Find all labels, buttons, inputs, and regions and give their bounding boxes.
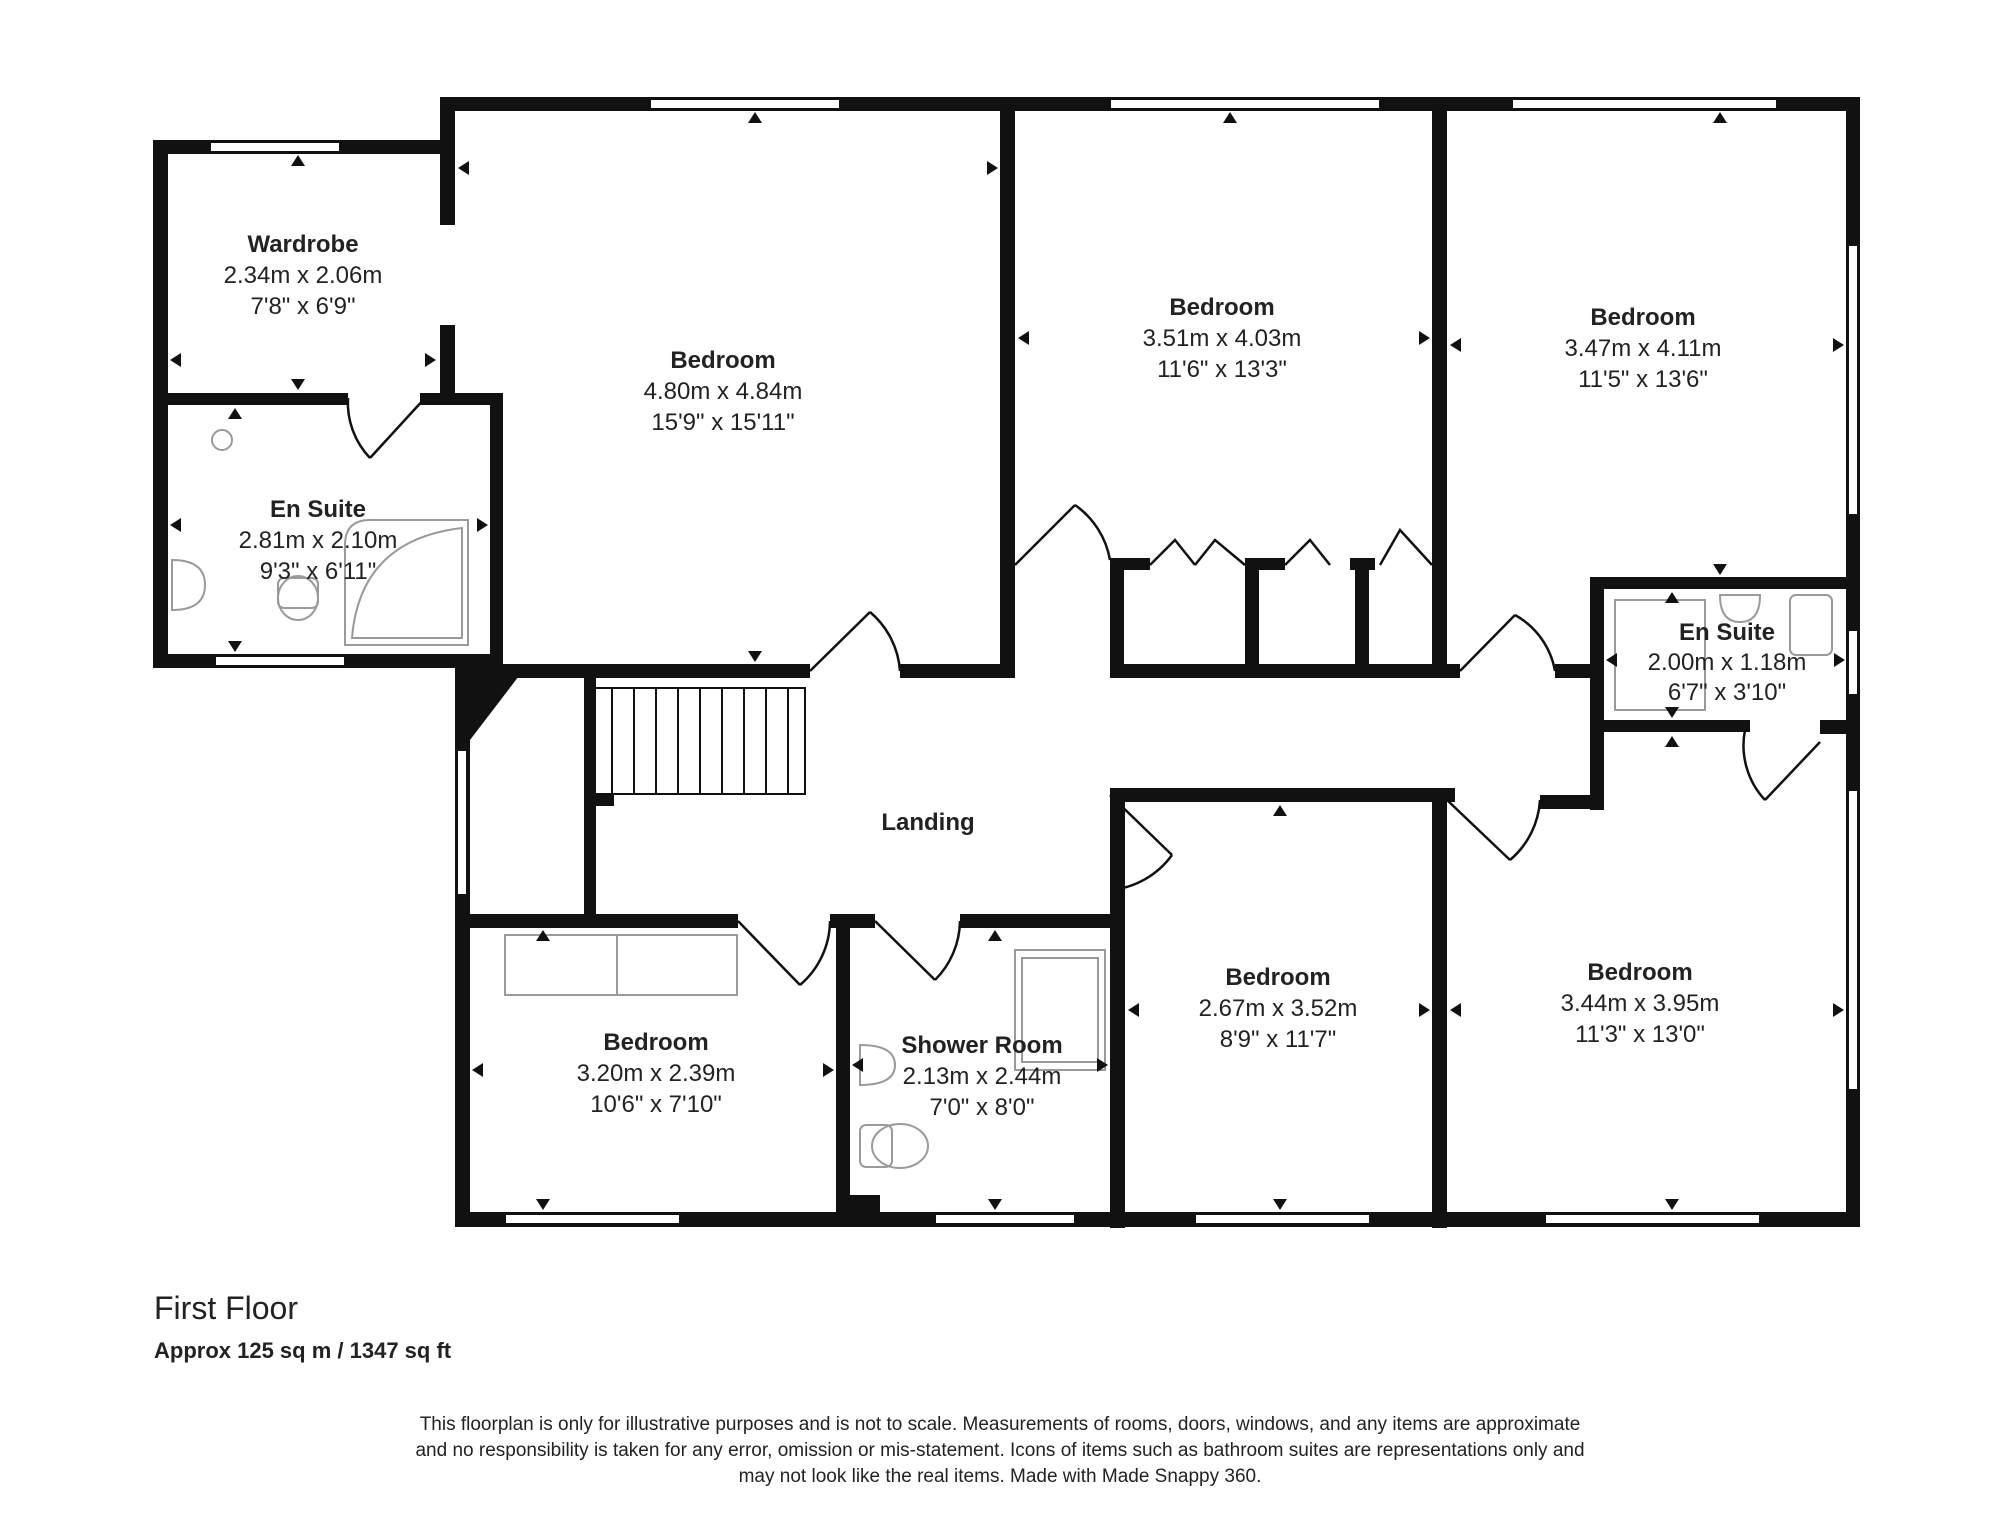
svg-text:Bedroom: Bedroom <box>1225 964 1330 991</box>
room-en-suite-2: En Suite 2.00m x 1.18m 6'7" x 3'10" <box>1648 619 1807 706</box>
svg-text:15'9" x 15'11": 15'9" x 15'11" <box>651 409 794 436</box>
corner-bath-icon <box>344 519 469 646</box>
disclaimer-line: and no responsibility is taken for any e… <box>415 1440 1585 1461</box>
svg-text:2.34m x 2.06m: 2.34m x 2.06m <box>224 262 383 289</box>
room-en-suite-1: En Suite 2.81m x 2.10m 9'3" x 6'11" <box>239 496 398 585</box>
svg-text:11'6" x 13'3": 11'6" x 13'3" <box>1157 356 1287 383</box>
svg-text:Bedroom: Bedroom <box>670 347 775 374</box>
floor-title: First Floor <box>154 1290 298 1326</box>
room-bedroom-4: Bedroom 2.67m x 3.52m 8'9" x 11'7" <box>1199 964 1358 1053</box>
room-wardrobe: Wardrobe 2.34m x 2.06m 7'8" x 6'9" <box>224 231 383 320</box>
disclaimer-line: may not look like the real items. Made w… <box>738 1466 1262 1487</box>
svg-text:Bedroom: Bedroom <box>1169 294 1274 321</box>
svg-text:2.81m x 2.10m: 2.81m x 2.10m <box>239 527 398 554</box>
svg-text:6'7" x 3'10": 6'7" x 3'10" <box>1668 679 1786 706</box>
svg-text:2.00m x 1.18m: 2.00m x 1.18m <box>1648 649 1807 676</box>
basin-icon <box>1718 594 1762 624</box>
svg-text:11'5" x 13'6": 11'5" x 13'6" <box>1578 366 1708 393</box>
room-labels: Wardrobe 2.34m x 2.06m 7'8" x 6'9" Bedro… <box>224 231 1807 1121</box>
svg-text:3.20m x 2.39m: 3.20m x 2.39m <box>577 1060 736 1087</box>
floor-plan: Wardrobe 2.34m x 2.06m 7'8" x 6'9" Bedro… <box>153 97 1860 1228</box>
disclaimer: This floorplan is only for illustrative … <box>300 1412 1700 1490</box>
doors <box>346 397 1821 986</box>
shower-icon <box>211 429 234 451</box>
disclaimer-line: This floorplan is only for illustrative … <box>419 1414 1581 1435</box>
svg-text:2.67m x 3.52m: 2.67m x 3.52m <box>1199 995 1358 1022</box>
svg-text:Bedroom: Bedroom <box>1590 304 1695 331</box>
staircase <box>589 687 806 795</box>
svg-text:3.51m x 4.03m: 3.51m x 4.03m <box>1143 325 1302 352</box>
room-shower-room: Shower Room 2.13m x 2.44m 7'0" x 8'0" <box>901 1032 1062 1121</box>
room-bedroom-6: Bedroom 3.20m x 2.39m 10'6" x 7'10" <box>577 1029 736 1118</box>
floor-area: Approx 125 sq m / 1347 sq ft <box>154 1338 452 1363</box>
svg-text:Shower Room: Shower Room <box>901 1032 1062 1059</box>
shower-tray-icon <box>1014 949 1106 1071</box>
svg-text:3.44m x 3.95m: 3.44m x 3.95m <box>1561 990 1720 1017</box>
svg-text:7'0" x 8'0": 7'0" x 8'0" <box>930 1094 1035 1121</box>
svg-text:3.47m x 4.11m: 3.47m x 4.11m <box>1565 335 1722 362</box>
svg-text:En Suite: En Suite <box>1679 619 1775 646</box>
room-bedroom-5: Bedroom 3.44m x 3.95m 11'3" x 13'0" <box>1561 959 1720 1048</box>
svg-text:Bedroom: Bedroom <box>603 1029 708 1056</box>
room-bedroom-2: Bedroom 3.51m x 4.03m 11'6" x 13'3" <box>1143 294 1302 383</box>
svg-text:Landing: Landing <box>881 809 974 836</box>
svg-text:4.80m x 4.84m: 4.80m x 4.84m <box>644 378 803 405</box>
svg-text:Bedroom: Bedroom <box>1587 959 1692 986</box>
room-landing: Landing <box>881 809 974 836</box>
basin-icon <box>171 558 207 612</box>
room-bedroom-main: Bedroom 4.80m x 4.84m 15'9" x 15'11" <box>644 347 803 436</box>
svg-text:10'6" x 7'10": 10'6" x 7'10" <box>590 1091 722 1118</box>
wardrobe-unit <box>504 934 738 996</box>
measure-arrows <box>170 112 1845 1210</box>
svg-text:2.13m x 2.44m: 2.13m x 2.44m <box>903 1063 1062 1090</box>
room-bedroom-3: Bedroom 3.47m x 4.11m 11'5" x 13'6" <box>1565 304 1722 393</box>
svg-text:8'9" x 11'7": 8'9" x 11'7" <box>1220 1026 1337 1053</box>
windows <box>209 98 1859 1225</box>
svg-text:11'3" x 13'0": 11'3" x 13'0" <box>1575 1021 1705 1048</box>
svg-text:9'3" x 6'11": 9'3" x 6'11" <box>260 558 377 585</box>
toilet-icon <box>859 1124 893 1168</box>
svg-text:Wardrobe: Wardrobe <box>247 231 358 258</box>
toilet-icon <box>1789 594 1833 656</box>
svg-text:En Suite: En Suite <box>270 496 366 523</box>
basin-icon <box>859 1043 897 1087</box>
svg-text:7'8" x 6'9": 7'8" x 6'9" <box>251 293 356 320</box>
